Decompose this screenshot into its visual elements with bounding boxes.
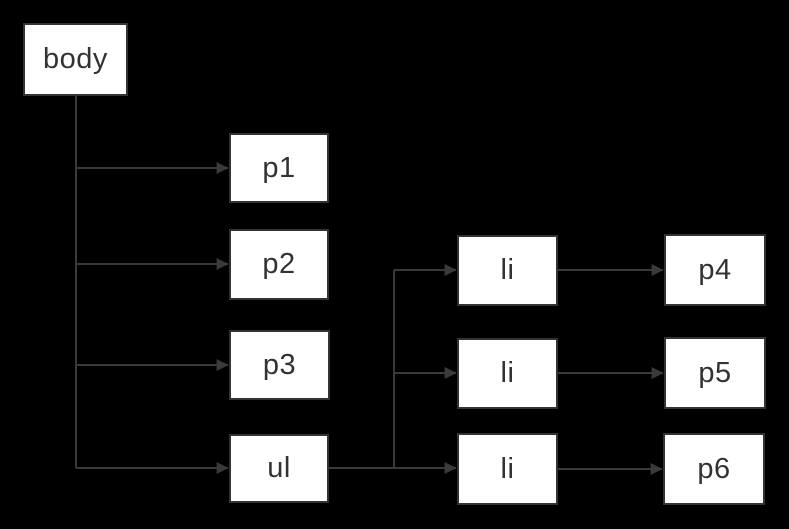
- node-p3: p3: [229, 330, 330, 400]
- node-p4: p4: [664, 234, 766, 306]
- node-p2: p2: [229, 229, 329, 300]
- node-body: body: [23, 23, 128, 96]
- node-p1: p1: [229, 133, 329, 203]
- node-ul: ul: [229, 434, 329, 503]
- node-li-2: li: [457, 338, 558, 409]
- node-li-3: li: [457, 433, 558, 505]
- node-p5: p5: [664, 337, 766, 409]
- node-li-1: li: [457, 235, 558, 306]
- edge-ul-riser: [329, 270, 395, 469]
- node-p6: p6: [663, 433, 765, 505]
